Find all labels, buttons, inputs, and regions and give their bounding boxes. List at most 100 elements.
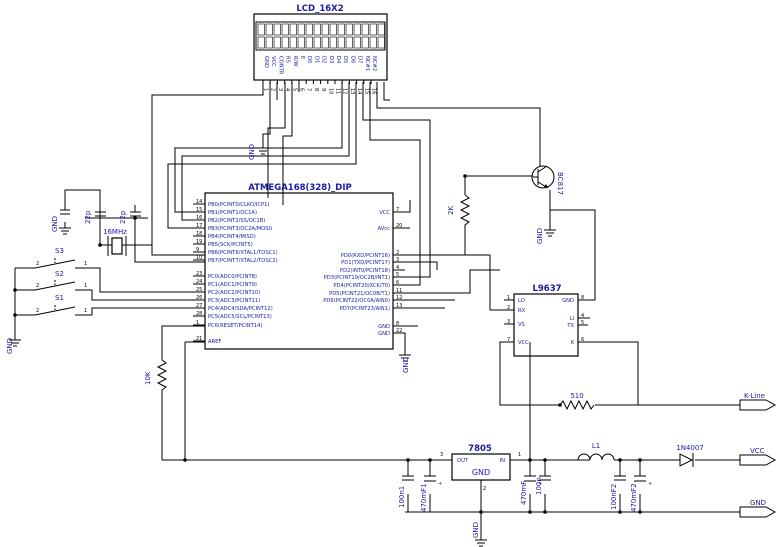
svg-text:+: + <box>538 481 542 487</box>
lcd-pin-label: D4 <box>335 56 341 64</box>
s3-pin-1: 1 <box>84 261 87 267</box>
lcd-cell <box>273 23 281 36</box>
mcu-left-pin-label: PC4(ADC4/SDA/PCINT12) <box>208 306 273 312</box>
svg-text:+: + <box>648 481 652 487</box>
mcu-right-pin-label: PD5(PCINT21/OC0B/T1) <box>329 291 390 297</box>
wire-lcd-d5 <box>181 82 350 221</box>
gnd-lcd: GND <box>248 144 269 160</box>
diode-label: 1N4007 <box>676 444 704 452</box>
lcd-cell <box>297 23 305 36</box>
mcu-left-pin-label: PB3(PCINT3/OC2A/MOSI) <box>208 226 272 232</box>
s1-pin-1: 1 <box>84 308 87 314</box>
lcd-pin-number: 9 <box>320 88 326 91</box>
gnd-lcd-label: GND <box>248 144 256 160</box>
switch-s3-label: S3 <box>55 247 64 255</box>
mcu-left-pin-number: 18 <box>196 231 202 237</box>
lcd-pin-label: E <box>299 56 305 59</box>
mcu-right-pin-label: GND <box>378 331 390 337</box>
lcd-pin-label: R/W <box>292 56 298 66</box>
voltage-regulator: 7805 OUT IN GND 3 1 2 <box>440 444 521 492</box>
l9637-right-pin-label: TX <box>566 323 574 329</box>
l9637-left-pin-number: 7 <box>507 337 510 343</box>
mcu-right-pin-number: 6 <box>396 280 399 286</box>
connector-vcc: VCC <box>739 447 777 466</box>
l9637-left-pin-label: VCC <box>518 340 529 346</box>
gnd-switch: GND <box>6 338 21 354</box>
lcd-pin-label: CONTR <box>277 56 283 75</box>
lcd-cell <box>265 36 273 49</box>
l9637-left-pin-label: VS <box>518 322 525 328</box>
mcu-title: ATMEGA168(328)_DIP <box>248 183 352 193</box>
regulator-out-label: OUT <box>457 458 469 464</box>
mcu-left-pin-label: PB5(SCK/PCINT5) <box>208 242 253 248</box>
lcd-pin-number: 14 <box>356 88 362 94</box>
lcd-pin-label: NC#2 <box>371 56 377 71</box>
lcd-pin-number: 2 <box>270 88 276 91</box>
lcd-pin-number: 13 <box>349 88 355 94</box>
mcu-left-pin-number: 21 <box>196 336 202 342</box>
mcu-left-pin-label: PB4(PCINT4/MISO) <box>208 234 256 240</box>
cap-xtal-1: 22p <box>84 205 106 224</box>
inductor-l1: L1 <box>577 442 615 461</box>
lcd-cell <box>377 36 385 49</box>
connector-kline-label: K-Line <box>744 392 765 400</box>
wire-cap-left <box>64 189 101 218</box>
regulator-pin-in: 1 <box>518 452 521 458</box>
power-caps: + + + 100n1 470mF1 470mF 100n 100nF2 470… <box>398 475 652 512</box>
wire-pot-lower <box>405 232 466 256</box>
c2-label: 470mF1 <box>420 483 428 512</box>
gnd-left: GND <box>51 216 71 235</box>
mcu-left-pin-label: PC3(ADC3/PCINT11) <box>208 298 260 304</box>
mcu-right-pin-number: 22 <box>396 328 402 334</box>
lcd-pin-label: VCC <box>270 56 276 67</box>
lcd-pin-number: 6 <box>299 88 305 91</box>
l9637-left-pin-number: 3 <box>507 319 510 325</box>
mcu-body <box>204 192 394 350</box>
mcu-left-pin-label: AREF <box>208 339 221 345</box>
s2-pin-1: 1 <box>84 283 87 289</box>
wire-reset <box>161 325 205 360</box>
connectors: K-Line VCC GND <box>739 392 777 518</box>
lcd-pin-label: D6 <box>349 56 355 63</box>
inductor-label: L1 <box>592 442 600 450</box>
connector-gnd: GND <box>739 499 777 518</box>
regulator-pin-gnd: 2 <box>483 486 486 492</box>
wire-lcd-e <box>369 82 421 286</box>
l9637-right-pin-label: LI <box>570 316 575 322</box>
s3-pin-2: 2 <box>36 261 39 267</box>
c4-label: 470mF <box>520 481 528 505</box>
lcd-pin-label: GND <box>263 56 269 68</box>
s1-pin-2: 2 <box>36 308 39 314</box>
gnd-mcu: GND <box>399 354 411 373</box>
lcd-pin-label: NC#1 <box>364 56 370 71</box>
mcu-right-pin-label: PD0(RXD/PCINT16) <box>341 253 390 259</box>
r-reset-label: 10K <box>144 371 152 385</box>
mcu-left-pin-label: PC0(ADC0/PCINT8) <box>208 274 257 280</box>
mcu-right-pin-number: 5 <box>396 272 399 278</box>
l9637-right-pin-number: 8 <box>581 295 584 301</box>
crystal-label: 16MHz <box>103 228 127 236</box>
gnd-bc: GND <box>536 228 556 244</box>
connector-vcc-label: VCC <box>750 447 765 455</box>
l9637-left-pin-number: 1 <box>507 295 510 301</box>
wire-aref <box>184 341 205 460</box>
wire-lcd-contrast <box>267 82 286 198</box>
mcu-left-pin-number: 25 <box>196 287 202 293</box>
cap-xtal-2: 22p <box>119 205 141 224</box>
wire-mcu-vcc <box>393 200 411 213</box>
l9637-right-pin-label: GND <box>562 298 574 304</box>
wire-mcu-gnd2 <box>393 332 406 355</box>
mcu-left-pin-label: PB1(PCINT1/OC1A) <box>208 210 257 216</box>
lcd-cell <box>329 36 337 49</box>
lcd-pin-label: D0 <box>306 56 312 63</box>
switch-s1-label: S1 <box>55 294 64 302</box>
l9637-body <box>513 293 579 357</box>
wire-rx <box>405 254 514 311</box>
lcd-pin-number: 5 <box>291 88 297 91</box>
lcd-cell <box>337 23 345 36</box>
lcd-pins: GND1VCC2CONTR3RS4R/W5E6D07D18D29D310D411… <box>262 56 377 94</box>
lcd-cell <box>257 36 265 49</box>
lcd-cell <box>377 23 385 36</box>
lcd-pin-label: D2 <box>321 56 327 63</box>
s2-pin-2: 2 <box>36 283 39 289</box>
